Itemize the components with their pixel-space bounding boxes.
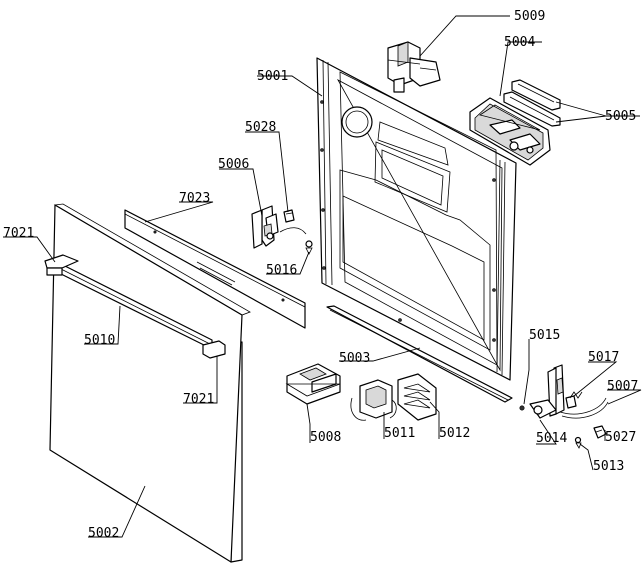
label-7021-top: 7021 bbox=[3, 226, 34, 241]
door-handle bbox=[44, 254, 226, 359]
right-screw bbox=[574, 436, 582, 449]
lower-bracket bbox=[285, 363, 341, 405]
left-spring-clip bbox=[279, 209, 307, 235]
inner-door-liner bbox=[316, 57, 517, 381]
leader-lines bbox=[3, 15, 642, 538]
left-hinge bbox=[251, 205, 279, 249]
label-5010: 5010 bbox=[84, 333, 115, 348]
label-5014: 5014 bbox=[536, 431, 567, 446]
info-label bbox=[397, 373, 437, 421]
label-7023: 7023 bbox=[179, 191, 210, 206]
label-5007: 5007 bbox=[607, 379, 638, 394]
label-5009: 5009 bbox=[514, 9, 545, 24]
label-5028: 5028 bbox=[245, 120, 276, 135]
part-labels: 5009 5004 5001 5005 5028 5006 7023 7021 … bbox=[3, 9, 638, 541]
label-5011: 5011 bbox=[384, 426, 415, 441]
door-lock bbox=[387, 41, 441, 93]
label-5027: 5027 bbox=[605, 430, 636, 445]
label-5004: 5004 bbox=[504, 35, 535, 50]
small-clip bbox=[593, 425, 607, 439]
hinge-lever bbox=[559, 397, 609, 419]
label-5015: 5015 bbox=[529, 328, 560, 343]
label-5003: 5003 bbox=[339, 351, 370, 366]
label-7021-bottom: 7021 bbox=[183, 392, 214, 407]
label-5013: 5013 bbox=[593, 459, 624, 474]
label-5001: 5001 bbox=[257, 69, 288, 84]
spacer-ball bbox=[519, 405, 525, 411]
label-5005: 5005 bbox=[605, 109, 636, 124]
label-5006: 5006 bbox=[218, 157, 249, 172]
dispenser-gaskets bbox=[503, 79, 561, 127]
outer-door-panel bbox=[49, 203, 251, 563]
right-hinge bbox=[529, 364, 565, 419]
door-clip bbox=[350, 379, 397, 421]
detergent-dispenser bbox=[469, 97, 551, 166]
left-screw bbox=[305, 240, 313, 255]
label-5008: 5008 bbox=[310, 430, 341, 445]
label-5016: 5016 bbox=[266, 263, 297, 278]
bottom-seal-strip bbox=[326, 305, 513, 403]
label-5002: 5002 bbox=[88, 526, 119, 541]
right-spring bbox=[565, 391, 583, 409]
label-5012: 5012 bbox=[439, 426, 470, 441]
top-strip bbox=[124, 209, 306, 329]
label-5017: 5017 bbox=[588, 350, 619, 365]
